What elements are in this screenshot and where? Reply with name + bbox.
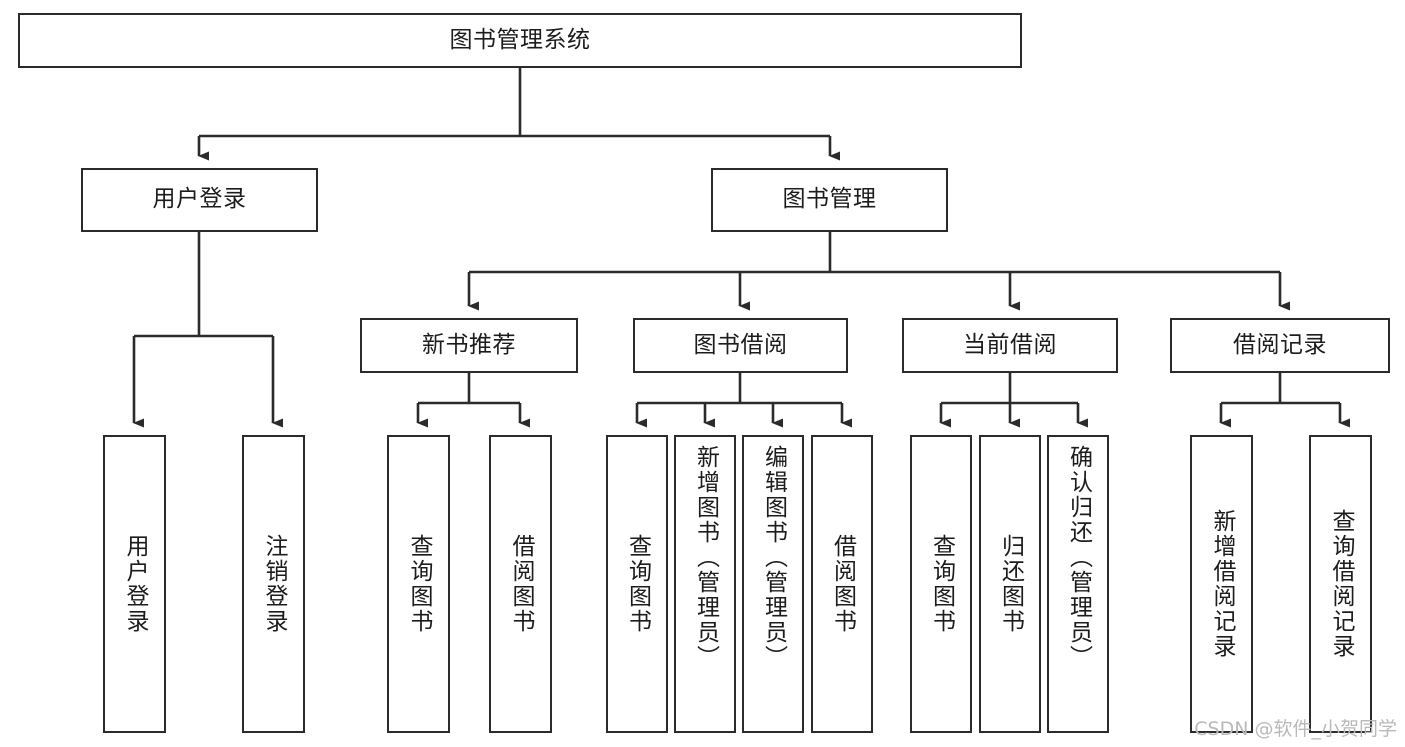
leaf-query-record-label: 查询借阅记录	[1328, 509, 1354, 659]
leaf-user-login-label: 用户登录	[122, 534, 148, 634]
node-user-login-label: 用户登录	[152, 186, 247, 213]
node-current-borrow-label: 当前借阅	[963, 331, 1057, 358]
node-book-borrow-label: 图书借阅	[693, 331, 788, 358]
node-book-management[interactable]: 图书管理	[711, 168, 948, 232]
leaf-add-book-label: 新增图书（管理员）	[692, 445, 719, 670]
leaf-return-book-label: 归还图书	[997, 534, 1024, 634]
leaf-add-book[interactable]: 新增图书（管理员）	[674, 435, 736, 733]
leaf-borrow-book-1-label: 借阅图书	[508, 534, 534, 634]
node-current-borrow[interactable]: 当前借阅	[902, 318, 1118, 373]
leaf-query-book-2-label: 查询图书	[624, 534, 651, 634]
leaf-user-login[interactable]: 用户登录	[103, 435, 166, 733]
leaf-query-book-1-label: 查询图书	[406, 534, 432, 634]
leaf-query-record[interactable]: 查询借阅记录	[1309, 435, 1372, 733]
leaf-borrow-book-2-label: 借阅图书	[829, 534, 856, 634]
node-root[interactable]: 图书管理系统	[18, 13, 1022, 68]
node-new-book-recommend[interactable]: 新书推荐	[360, 318, 578, 373]
leaf-borrow-book-1[interactable]: 借阅图书	[489, 435, 552, 733]
node-book-borrow[interactable]: 图书借阅	[633, 318, 848, 373]
leaf-query-book-1[interactable]: 查询图书	[387, 435, 450, 733]
leaf-confirm-return-label: 确认归还（管理员）	[1065, 445, 1092, 670]
leaf-add-record-label: 新增借阅记录	[1209, 509, 1235, 659]
leaf-query-book-2[interactable]: 查询图书	[606, 435, 668, 733]
node-root-label: 图书管理系统	[449, 26, 591, 53]
leaf-confirm-return[interactable]: 确认归还（管理员）	[1047, 435, 1109, 733]
leaf-logout[interactable]: 注销登录	[242, 435, 305, 733]
leaf-edit-book-label: 编辑图书（管理员）	[760, 445, 787, 670]
leaf-borrow-book-2[interactable]: 借阅图书	[811, 435, 873, 733]
node-borrow-records-label: 借阅记录	[1233, 331, 1327, 358]
leaf-logout-label: 注销登录	[261, 534, 287, 634]
leaf-query-book-3[interactable]: 查询图书	[910, 435, 972, 733]
node-book-management-label: 图书管理	[782, 186, 877, 213]
node-borrow-records[interactable]: 借阅记录	[1170, 318, 1390, 373]
node-new-book-recommend-label: 新书推荐	[422, 331, 516, 358]
leaf-return-book[interactable]: 归还图书	[979, 435, 1041, 733]
leaf-query-book-3-label: 查询图书	[928, 534, 955, 634]
node-user-login[interactable]: 用户登录	[81, 168, 318, 232]
leaf-add-record[interactable]: 新增借阅记录	[1190, 435, 1253, 733]
leaf-edit-book[interactable]: 编辑图书（管理员）	[742, 435, 804, 733]
